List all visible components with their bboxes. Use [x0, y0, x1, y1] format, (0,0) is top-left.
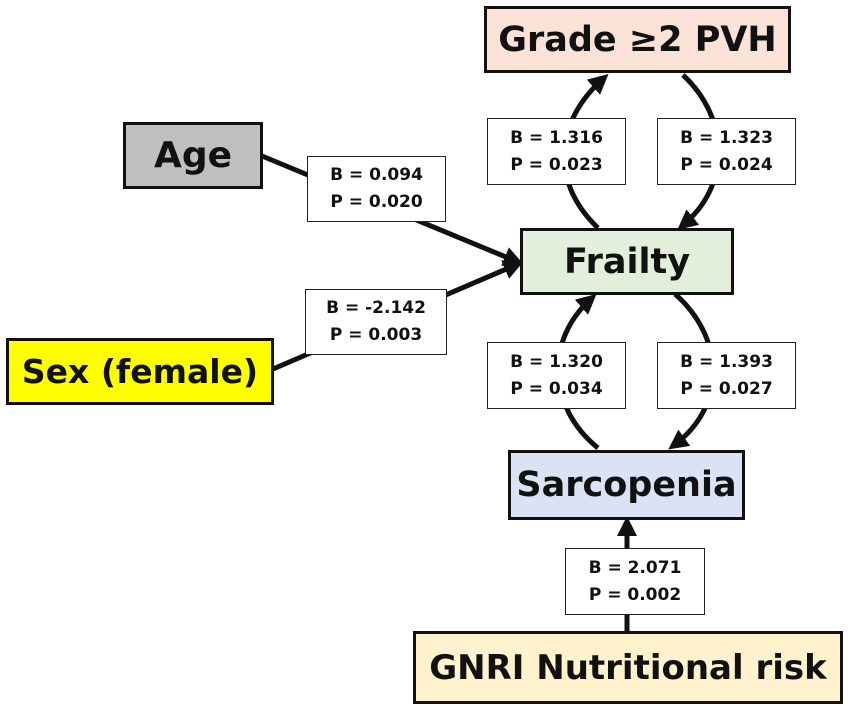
coef-b-value: B = 1.320	[510, 351, 603, 372]
coef-b-value: B = 1.323	[680, 127, 773, 148]
coef-age-frailty: B = 0.094 P = 0.020	[307, 156, 446, 222]
coef-b-value: B = 1.393	[680, 351, 773, 372]
coef-sarcopenia-frailty: B = 1.320 P = 0.034	[487, 342, 626, 409]
coef-b-value: B = -2.142	[326, 298, 426, 318]
coef-p-value: P = 0.034	[510, 378, 603, 399]
coef-pvh-frailty: B = 1.323 P = 0.024	[657, 118, 796, 185]
coef-p-value: P = 0.024	[680, 154, 773, 175]
coef-frailty-sarcopenia: B = 1.393 P = 0.027	[657, 342, 796, 409]
coef-p-value: P = 0.023	[510, 154, 603, 175]
coef-p-value: P = 0.003	[329, 325, 423, 345]
node-gnri-nutritional-risk: GNRI Nutritional risk	[413, 631, 843, 704]
coef-p-value: P = 0.027	[680, 378, 773, 399]
coef-b-value: B = 0.094	[330, 165, 423, 185]
coef-frailty-pvh: B = 1.316 P = 0.023	[487, 118, 626, 185]
coef-sex-frailty: B = -2.142 P = 0.003	[305, 289, 447, 355]
coef-p-value: P = 0.020	[330, 192, 423, 212]
coef-p-value: P = 0.002	[588, 584, 682, 605]
node-age: Age	[123, 122, 263, 189]
node-grade-2-pvh: Grade ≥2 PVH	[484, 6, 791, 73]
coef-b-value: B = 2.071	[588, 557, 682, 578]
node-frailty: Frailty	[520, 228, 734, 295]
coef-b-value: B = 1.316	[510, 127, 603, 148]
node-sex-female: Sex (female)	[6, 338, 274, 405]
node-sarcopenia: Sarcopenia	[508, 450, 745, 520]
coef-gnri-sarcopenia: B = 2.071 P = 0.002	[565, 548, 705, 615]
